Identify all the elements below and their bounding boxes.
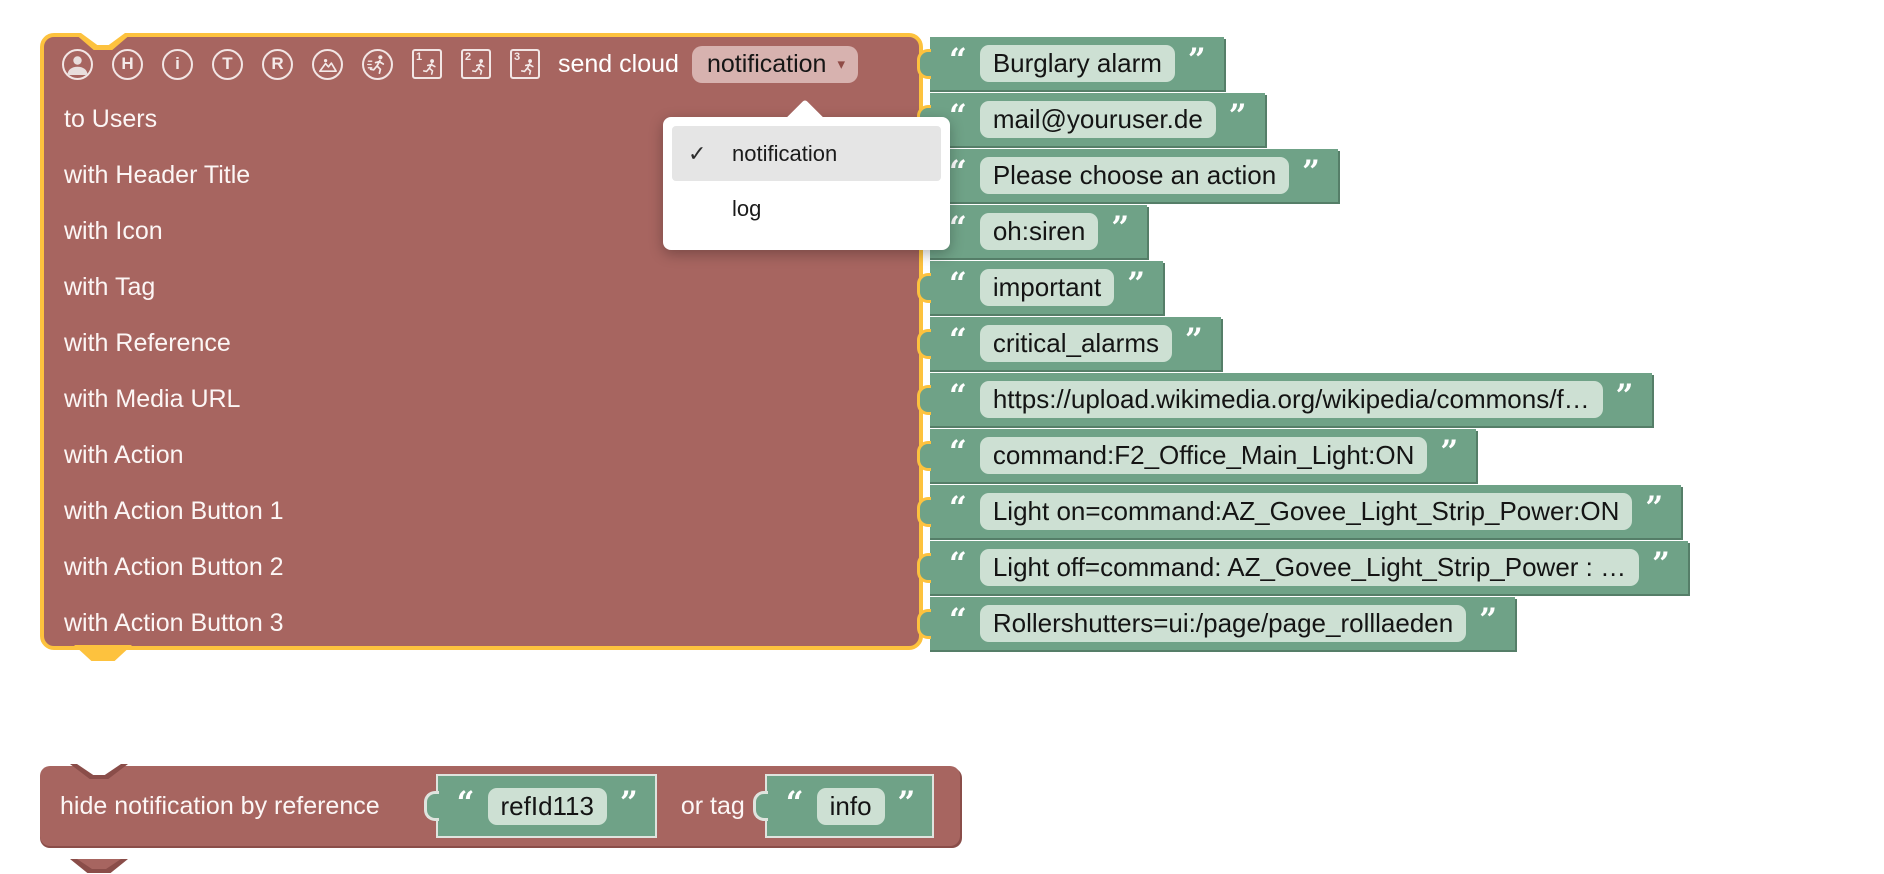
value-connector-tab xyxy=(917,384,931,415)
string-value-block[interactable]: “ Burglary alarm ” xyxy=(917,37,1224,90)
close-quote-icon: ” xyxy=(1645,490,1664,526)
close-quote-icon: ” xyxy=(897,784,916,821)
action-button-2-icon: 2 xyxy=(461,49,491,79)
param-label: with Tag xyxy=(64,273,156,301)
tag-icon: T xyxy=(212,48,243,80)
value-connector-tab xyxy=(917,272,931,303)
string-text-field[interactable]: critical_alarms xyxy=(979,325,1172,362)
hide-notification-block[interactable]: hide notification by reference “ refId11… xyxy=(40,764,961,873)
value-connector-tab xyxy=(752,791,768,821)
string-value-block[interactable]: “ Rollershutters=ui:/page/page_rolllaeden… xyxy=(917,597,1516,650)
menu-item-label: notification xyxy=(732,140,838,166)
dropdown-menu[interactable]: ✓ notification log xyxy=(663,99,950,250)
string-value-block[interactable]: “ critical_alarms ” xyxy=(917,317,1221,370)
open-quote-icon: “ xyxy=(949,490,967,526)
tag-value-block[interactable]: “ info ” xyxy=(752,774,935,838)
send-cloud-label: send cloud xyxy=(558,49,679,78)
checkmark-icon: ✓ xyxy=(688,140,707,166)
open-quote-icon: “ xyxy=(949,154,967,190)
string-text-field[interactable]: Burglary alarm xyxy=(979,45,1175,82)
open-quote-icon: “ xyxy=(949,266,967,302)
menu-item-log[interactable]: log xyxy=(672,181,941,236)
string-value-block[interactable]: “ https://upload.wikimedia.org/wikipedia/… xyxy=(917,373,1652,426)
value-connector-tab xyxy=(423,791,439,821)
icon-icon: i xyxy=(162,48,193,80)
reference-text-field[interactable]: refId113 xyxy=(487,787,607,825)
open-quote-icon: “ xyxy=(785,784,804,821)
value-connector-tab xyxy=(917,608,931,639)
open-quote-icon: “ xyxy=(949,434,967,470)
param-label: with Icon xyxy=(64,217,163,245)
value-connector-tab xyxy=(917,48,931,79)
string-value-block[interactable]: “ Please choose an action ” xyxy=(917,149,1338,202)
header-title-icon: H xyxy=(112,48,143,80)
close-quote-icon: ” xyxy=(619,784,638,821)
param-label: with Reference xyxy=(64,329,231,357)
menu-item-label: log xyxy=(732,195,762,221)
open-quote-icon: “ xyxy=(949,322,967,358)
send-block-header: H i T R 1 xyxy=(44,37,919,91)
string-value-block[interactable]: “ command:F2_Office_Main_Light:ON ” xyxy=(917,429,1477,482)
param-label: with Media URL xyxy=(64,385,241,413)
open-quote-icon: “ xyxy=(949,602,967,638)
hide-notification-label: hide notification by reference xyxy=(60,791,380,820)
param-label: to Users xyxy=(64,105,158,133)
string-text-field[interactable]: mail@youruser.de xyxy=(979,101,1216,138)
string-text-field[interactable]: command:F2_Office_Main_Light:ON xyxy=(979,437,1428,474)
open-quote-icon: “ xyxy=(949,98,967,134)
param-label: with Action Button 3 xyxy=(64,609,284,637)
dropdown-value: notification xyxy=(706,49,827,78)
open-quote-icon: “ xyxy=(949,42,967,78)
notification-type-dropdown[interactable]: notification ▾ xyxy=(691,45,858,83)
param-label: with Action Button 2 xyxy=(64,553,284,581)
chevron-down-icon: ▾ xyxy=(837,55,845,73)
tag-text-field[interactable]: info xyxy=(816,787,885,825)
param-label: with Header Title xyxy=(64,161,251,189)
action-icon xyxy=(362,48,393,80)
action-button-1-icon: 1 xyxy=(412,49,442,79)
open-quote-icon: “ xyxy=(949,210,967,246)
close-quote-icon: ” xyxy=(1302,154,1320,190)
action-button-3-icon: 3 xyxy=(510,49,540,79)
string-text-field[interactable]: Light on=command:AZ_Govee_Light_Strip_Po… xyxy=(979,493,1633,530)
open-quote-icon: “ xyxy=(949,378,967,414)
close-quote-icon: ” xyxy=(1652,546,1670,582)
string-value-block[interactable]: “ important ” xyxy=(917,261,1164,314)
close-quote-icon: ” xyxy=(1187,42,1206,78)
close-quote-icon: ” xyxy=(1615,378,1634,414)
open-quote-icon: “ xyxy=(456,784,475,821)
param-label: with Action xyxy=(64,441,184,469)
string-text-field[interactable]: oh:siren xyxy=(979,213,1099,250)
string-text-field[interactable]: Please choose an action xyxy=(979,157,1290,194)
next-connector-bump xyxy=(74,645,132,661)
value-connector-tab xyxy=(917,496,931,527)
menu-item-notification[interactable]: ✓ notification xyxy=(672,126,941,181)
close-quote-icon: ” xyxy=(1440,434,1459,470)
close-quote-icon: ” xyxy=(1111,210,1130,246)
open-quote-icon: “ xyxy=(949,546,967,582)
reference-icon: R xyxy=(262,48,293,80)
value-connector-tab xyxy=(917,440,931,471)
reference-value-block[interactable]: “ refId113 ” xyxy=(423,774,657,838)
value-connector-tab xyxy=(917,552,931,583)
string-text-field[interactable]: https://upload.wikimedia.org/wikipedia/c… xyxy=(979,381,1603,418)
string-value-block[interactable]: “ oh:siren ” xyxy=(917,205,1148,258)
param-labels: to Users with Header Title with Icon with T… xyxy=(64,91,907,651)
string-value-block[interactable]: “ Light off=command: AZ_Govee_Light_Strip… xyxy=(917,541,1688,594)
close-quote-icon: ” xyxy=(1479,602,1498,638)
icon-strip: H i T R 1 xyxy=(62,48,540,80)
string-text-field[interactable]: Rollershutters=ui:/page/page_rolllaeden xyxy=(979,605,1467,642)
close-quote-icon: ” xyxy=(1127,266,1146,302)
media-icon xyxy=(312,48,343,80)
param-label: with Action Button 1 xyxy=(64,497,284,525)
close-quote-icon: ” xyxy=(1185,322,1203,358)
string-value-block[interactable]: “ mail@youruser.de ” xyxy=(917,93,1265,146)
user-icon xyxy=(62,48,93,80)
value-connector-tab xyxy=(917,328,931,359)
or-tag-label: or tag xyxy=(680,791,745,820)
string-value-block[interactable]: “ Light on=command:AZ_Govee_Light_Strip_P… xyxy=(917,485,1682,538)
string-text-field[interactable]: important xyxy=(979,269,1115,306)
string-text-field[interactable]: Light off=command: AZ_Govee_Light_Strip_… xyxy=(979,549,1640,586)
close-quote-icon: ” xyxy=(1228,98,1247,134)
